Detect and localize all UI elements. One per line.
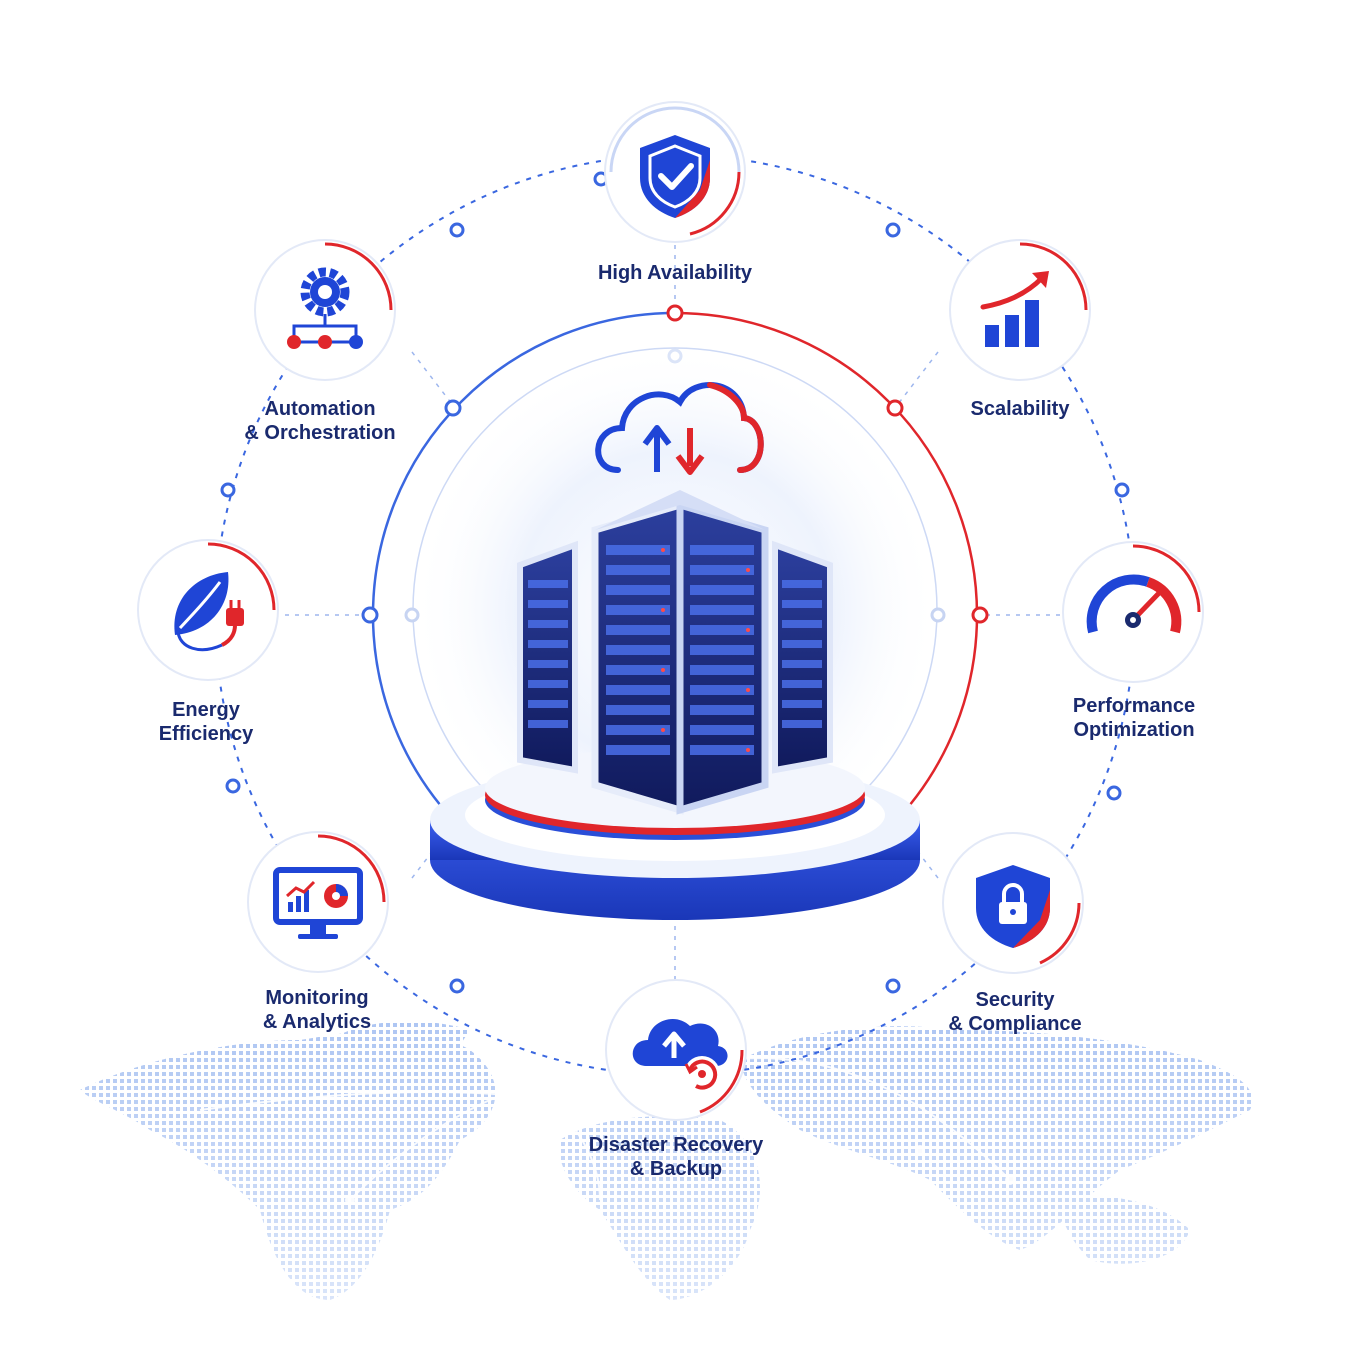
shield-check-icon — [640, 135, 710, 218]
lock-shield-icon — [976, 865, 1050, 948]
label-high-availability: High Availability — [545, 261, 805, 285]
connector-spokes — [285, 245, 1060, 980]
label-line: Disaster Recovery — [588, 1134, 764, 1156]
monitor-analytics-icon — [273, 867, 363, 939]
growth-chart-icon — [980, 271, 1049, 347]
label-line: Energy — [172, 699, 240, 721]
label-line: & Compliance — [948, 1013, 1082, 1035]
speedometer-icon — [1086, 574, 1182, 634]
cloud-backup-icon — [632, 1018, 728, 1092]
label-energy-efficiency: Energy Efficiency — [76, 698, 336, 746]
leaf-plug-icon — [174, 572, 244, 651]
server-rack-cluster — [517, 490, 833, 815]
label-disaster-recovery-backup: Disaster Recovery & Backup — [546, 1133, 806, 1181]
feature-node-monitoring-analytics — [247, 831, 389, 973]
label-scalability: Scalability — [890, 397, 1150, 421]
gear-workflow-icon — [287, 267, 363, 349]
label-line: & Orchestration — [244, 422, 396, 444]
label-line: Security — [975, 989, 1055, 1011]
label-line: High Availability — [597, 262, 753, 284]
feature-node-security-compliance — [942, 832, 1084, 974]
label-automation-orchestration: Automation & Orchestration — [190, 397, 450, 445]
label-line: Automation — [264, 398, 376, 420]
feature-node-automation-orchestration — [254, 239, 396, 381]
feature-node-disaster-recovery-backup — [605, 979, 747, 1121]
label-line: & Backup — [629, 1158, 723, 1180]
label-line: Optimization — [1073, 719, 1195, 741]
label-line: Monitoring — [265, 987, 369, 1009]
label-performance-optimization: Performance Optimization — [1004, 694, 1264, 742]
label-line: Efficiency — [158, 723, 254, 745]
label-security-compliance: Security & Compliance — [885, 988, 1145, 1036]
label-monitoring-analytics: Monitoring & Analytics — [187, 986, 447, 1034]
label-line: & Analytics — [262, 1011, 372, 1033]
feature-node-energy-efficiency — [137, 539, 279, 681]
label-line: Performance — [1072, 695, 1196, 717]
feature-node-scalability — [949, 239, 1091, 381]
map-connection-lines — [199, 1057, 1015, 1205]
feature-node-high-availability — [604, 101, 746, 243]
label-line: Scalability — [970, 398, 1070, 420]
ring-nodes — [220, 171, 1130, 994]
feature-node-performance-optimization — [1062, 541, 1204, 683]
cloud-sync-icon — [595, 382, 764, 475]
